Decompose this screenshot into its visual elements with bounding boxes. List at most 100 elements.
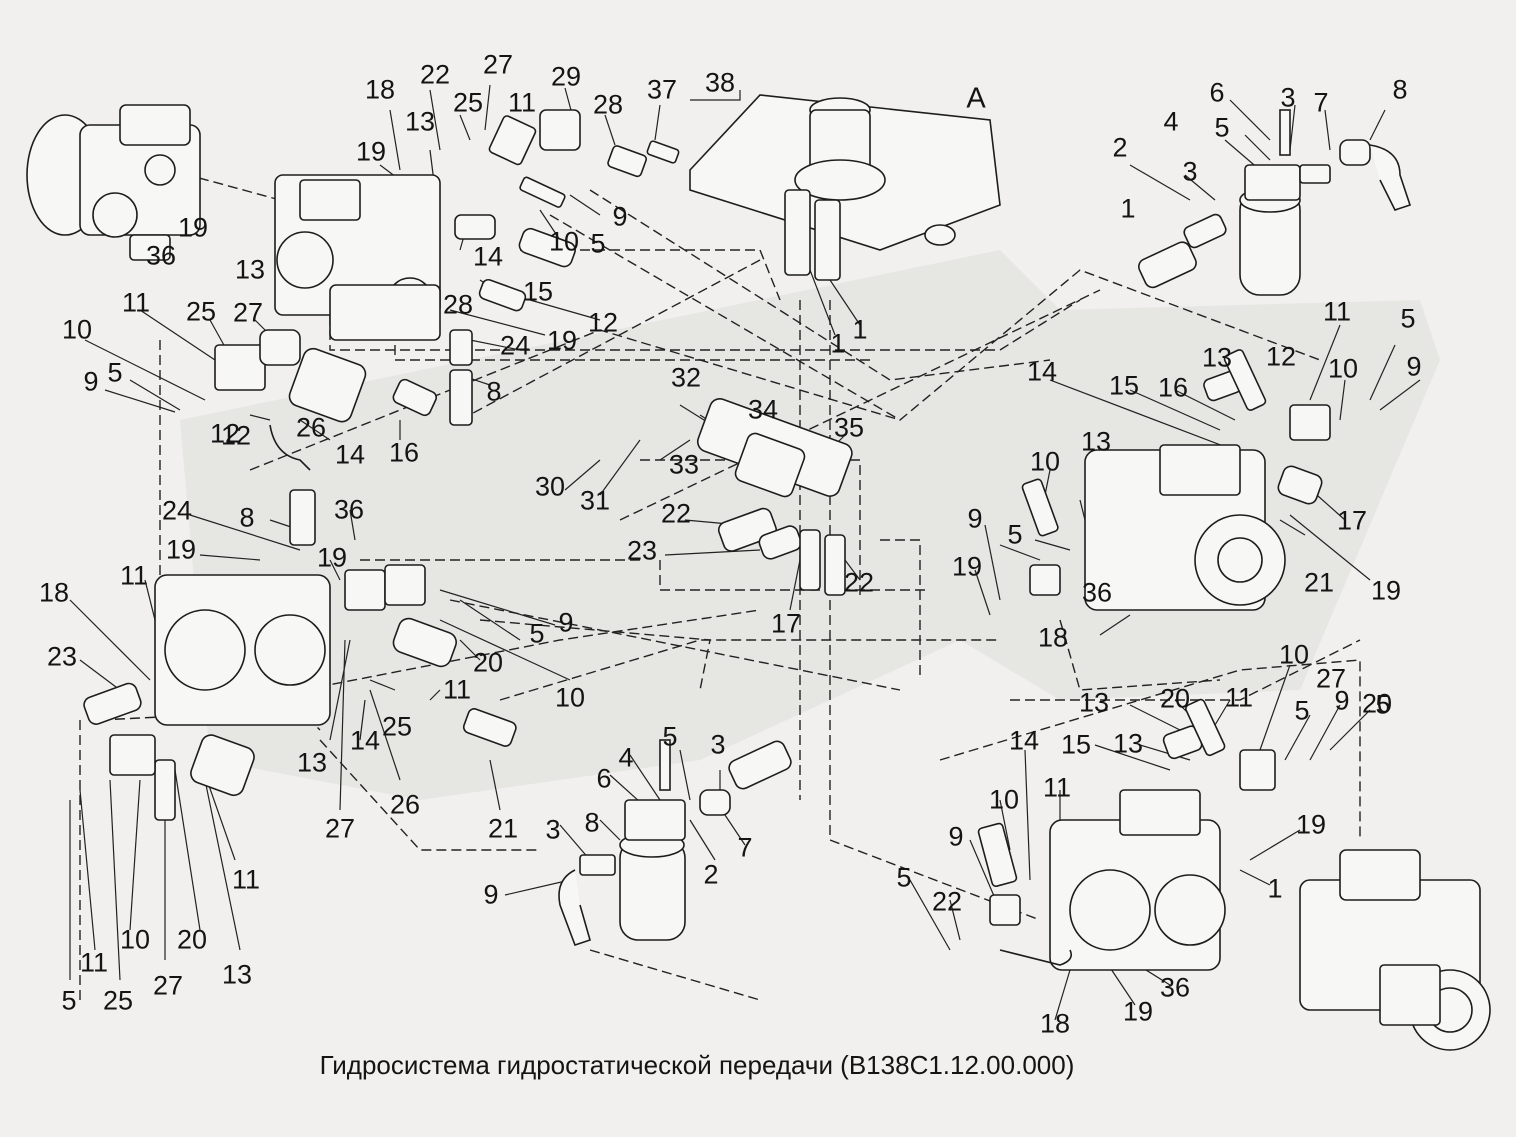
callout-label: 26: [295, 412, 327, 443]
callout-label: 36: [333, 494, 365, 525]
watermark-logo: [180, 250, 1440, 800]
callout-label: 18: [1037, 622, 1069, 653]
callout-label: 9: [83, 366, 99, 397]
callout-label: 4: [1163, 106, 1179, 137]
callout-label: 19: [316, 542, 348, 573]
callout-label: 6: [596, 763, 612, 794]
callout-label: 22: [419, 59, 451, 90]
callout-label: 33: [668, 449, 700, 480]
callout-label: 19: [951, 551, 983, 582]
callout-label: 11: [1224, 682, 1254, 713]
callout-label: 22: [660, 498, 692, 529]
callout-label: 11: [507, 87, 537, 118]
callout-label: 20: [1159, 683, 1191, 714]
callout-label: 5: [1214, 112, 1230, 143]
callout-label: 11: [1042, 772, 1072, 803]
callout-label: 5: [896, 862, 912, 893]
callout-label: 1: [1120, 193, 1136, 224]
callout-label: 13: [1201, 342, 1233, 373]
callout-label: 14: [349, 725, 381, 756]
callout-label: 2: [703, 859, 719, 890]
callout-label: 13: [221, 959, 253, 990]
callout-label: 18: [1039, 1008, 1071, 1039]
view-letter: А: [966, 82, 986, 115]
callout-label: 11: [119, 560, 149, 591]
callout-label: 10: [1327, 353, 1359, 384]
callout-label: 19: [546, 325, 578, 356]
callout-label: 19: [177, 212, 209, 243]
callout-label: 27: [152, 970, 184, 1001]
callout-label: 14: [1008, 725, 1040, 756]
valve-center: [696, 397, 853, 596]
callout-label: 27: [324, 813, 356, 844]
callout-label: 5: [1375, 689, 1391, 720]
callout-label: 25: [452, 87, 484, 118]
callout-label: 8: [239, 502, 255, 533]
callout-label: 13: [1080, 426, 1112, 457]
leader-lines: [69, 84, 1421, 1021]
callout-label: 18: [364, 74, 396, 105]
callout-label: 23: [626, 535, 658, 566]
callout-label: 22: [931, 886, 963, 917]
callout-label: 10: [61, 314, 93, 345]
callout-label: 8: [486, 376, 502, 407]
callout-label: 1: [830, 328, 846, 359]
pump-assembly-bottom-right: [1299, 849, 1491, 1051]
callout-label: 35: [833, 412, 865, 443]
callout-label: 2: [1112, 132, 1128, 163]
pump-assembly-top-left: [26, 104, 201, 261]
callout-label: 19: [165, 534, 197, 565]
callout-label: 30: [534, 471, 566, 502]
hydraulic-motor-right-lower: [977, 698, 1276, 971]
callout-label: 3: [1280, 82, 1296, 113]
callout-label: 15: [1060, 729, 1092, 760]
callout-label: 16: [1157, 372, 1189, 403]
callout-label: 11: [121, 287, 151, 318]
callout-label: 12: [220, 420, 252, 451]
callout-label: 36: [145, 240, 177, 271]
callout-label: 13: [1112, 728, 1144, 759]
callout-label: 7: [1313, 87, 1329, 118]
callout-label: 5: [1400, 303, 1416, 334]
callout-label: 22: [843, 567, 875, 598]
callout-label: 32: [670, 362, 702, 393]
callout-label: 18: [38, 577, 70, 608]
callout-label: 5: [107, 357, 123, 388]
callout-label: 9: [967, 503, 983, 534]
callout-label: 10: [554, 682, 586, 713]
callout-label: 1: [1267, 873, 1283, 904]
callout-label: 8: [1392, 74, 1408, 105]
callout-label: 37: [646, 74, 678, 105]
callout-label: 31: [579, 485, 611, 516]
callout-label: 29: [550, 61, 582, 92]
callout-label: 14: [472, 241, 504, 272]
callout-label: 13: [404, 106, 436, 137]
callout-label: 26: [389, 789, 421, 820]
fittings-top: [449, 109, 680, 426]
callout-label: 28: [592, 89, 624, 120]
callout-label: 28: [442, 289, 474, 320]
callout-label: 6: [1209, 77, 1225, 108]
callout-label: 14: [334, 439, 366, 470]
callout-label: 13: [296, 747, 328, 778]
callout-label: 27: [482, 49, 514, 80]
callout-label: 3: [545, 814, 561, 845]
callout-label: 27: [232, 297, 264, 328]
filter-bottom: [558, 739, 792, 947]
callout-label: 10: [1278, 639, 1310, 670]
callout-label: 3: [710, 729, 726, 760]
callout-label: 9: [558, 607, 574, 638]
callout-label: 17: [1336, 505, 1368, 536]
callout-label: 15: [1108, 370, 1140, 401]
callout-label: 5: [61, 985, 77, 1016]
callout-label: 12: [209, 418, 241, 449]
callout-label: 14: [1026, 356, 1058, 387]
callout-label: 19: [1295, 809, 1327, 840]
callout-label: 5: [1294, 695, 1310, 726]
callout-label: 10: [119, 924, 151, 955]
callout-label: 13: [234, 254, 266, 285]
callout-label: 10: [1029, 446, 1061, 477]
callout-label: 5: [662, 721, 678, 752]
callout-label: 25: [185, 296, 217, 327]
